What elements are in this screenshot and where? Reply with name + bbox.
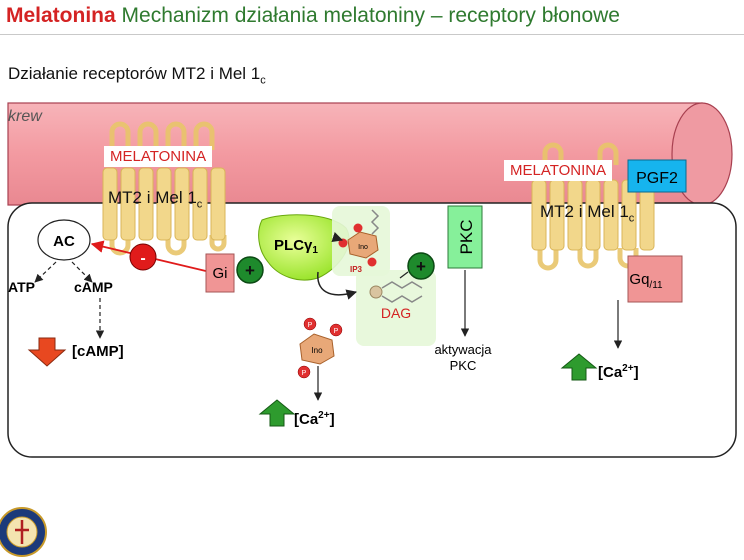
up-arrow-icon — [560, 353, 598, 381]
plus-badge-plc — [236, 256, 264, 284]
right-receptor-helices — [531, 179, 655, 251]
svg-text:Ino: Ino — [358, 244, 368, 251]
minus-badge — [129, 243, 157, 271]
gq-label: Gq/11 — [629, 271, 663, 291]
receptor-label-left: MT2 i Mel 1c — [108, 188, 203, 211]
ca-increase-label-right: [Ca2+] — [598, 363, 639, 381]
brand-title: Melatonina — [6, 4, 116, 27]
left-receptor — [109, 121, 227, 256]
pkc-enzyme — [447, 205, 483, 269]
gq-protein — [627, 255, 683, 303]
down-arrow-icon — [27, 337, 67, 367]
dag-molecule: DAG — [369, 281, 423, 321]
gi-label: Gi — [213, 265, 228, 282]
ip3-label: IP3 — [350, 265, 363, 274]
page-title: Melatonina Mechanizm działania melatonin… — [6, 4, 620, 28]
plc-enzyme — [258, 214, 350, 281]
pkc-activation-line2: PKC — [450, 358, 477, 373]
up-arrow-icon — [258, 399, 296, 427]
ip3-molecule: Ino IP3 — [338, 209, 380, 274]
svg-text:Ino: Ino — [311, 346, 323, 355]
svg-text:P: P — [334, 328, 339, 335]
camp-label: cAMP — [74, 279, 113, 295]
pkc-label: PKC — [457, 220, 476, 255]
plus-badge-pkc — [407, 252, 435, 280]
svg-text:P: P — [302, 370, 307, 377]
pgf2-label: PGF2 — [636, 170, 678, 187]
ca-increase-label-middle: [Ca2+] — [294, 410, 335, 428]
svg-text:P: P — [308, 322, 313, 329]
gi-protein — [205, 253, 235, 293]
atp-label: ATP — [8, 279, 35, 295]
plus-sign-pkc: + — [416, 257, 426, 276]
left-receptor-helices — [102, 167, 226, 241]
slide-subtitle: Działanie receptorów MT2 i Mel 1c — [8, 64, 266, 87]
title-divider — [0, 34, 744, 35]
ac-enzyme — [37, 219, 91, 261]
university-seal-logo — [0, 507, 47, 557]
minus-sign: - — [140, 250, 145, 267]
blood-label: krew — [8, 108, 42, 125]
dag-to-pkc-arrow — [399, 271, 409, 279]
ligand-label-left: MELATONINA — [104, 146, 213, 167]
ligand-label-right: MELATONINA — [504, 160, 613, 181]
camp-decrease-label: [cAMP] — [72, 343, 124, 360]
pkc-activation-line1: aktywacja — [434, 342, 492, 357]
ac-to-atp-arrow — [34, 261, 57, 283]
dag-label: DAG — [381, 305, 411, 321]
ip3-free-molecule: Ino P P P — [297, 317, 343, 379]
plc-label: PLCγ1 — [274, 237, 318, 256]
slide-title: Mechanizm działania melatoniny – recepto… — [121, 4, 620, 27]
pgf2-box — [627, 159, 687, 193]
plc-to-ip3-arrow — [331, 232, 343, 242]
receptor-label-right: MT2 i Mel 1c — [540, 202, 635, 225]
ac-label: AC — [53, 233, 75, 250]
ac-to-camp-arrow — [71, 261, 93, 283]
plus-sign-plc: + — [245, 261, 255, 280]
plc-products-arrow — [317, 271, 358, 300]
